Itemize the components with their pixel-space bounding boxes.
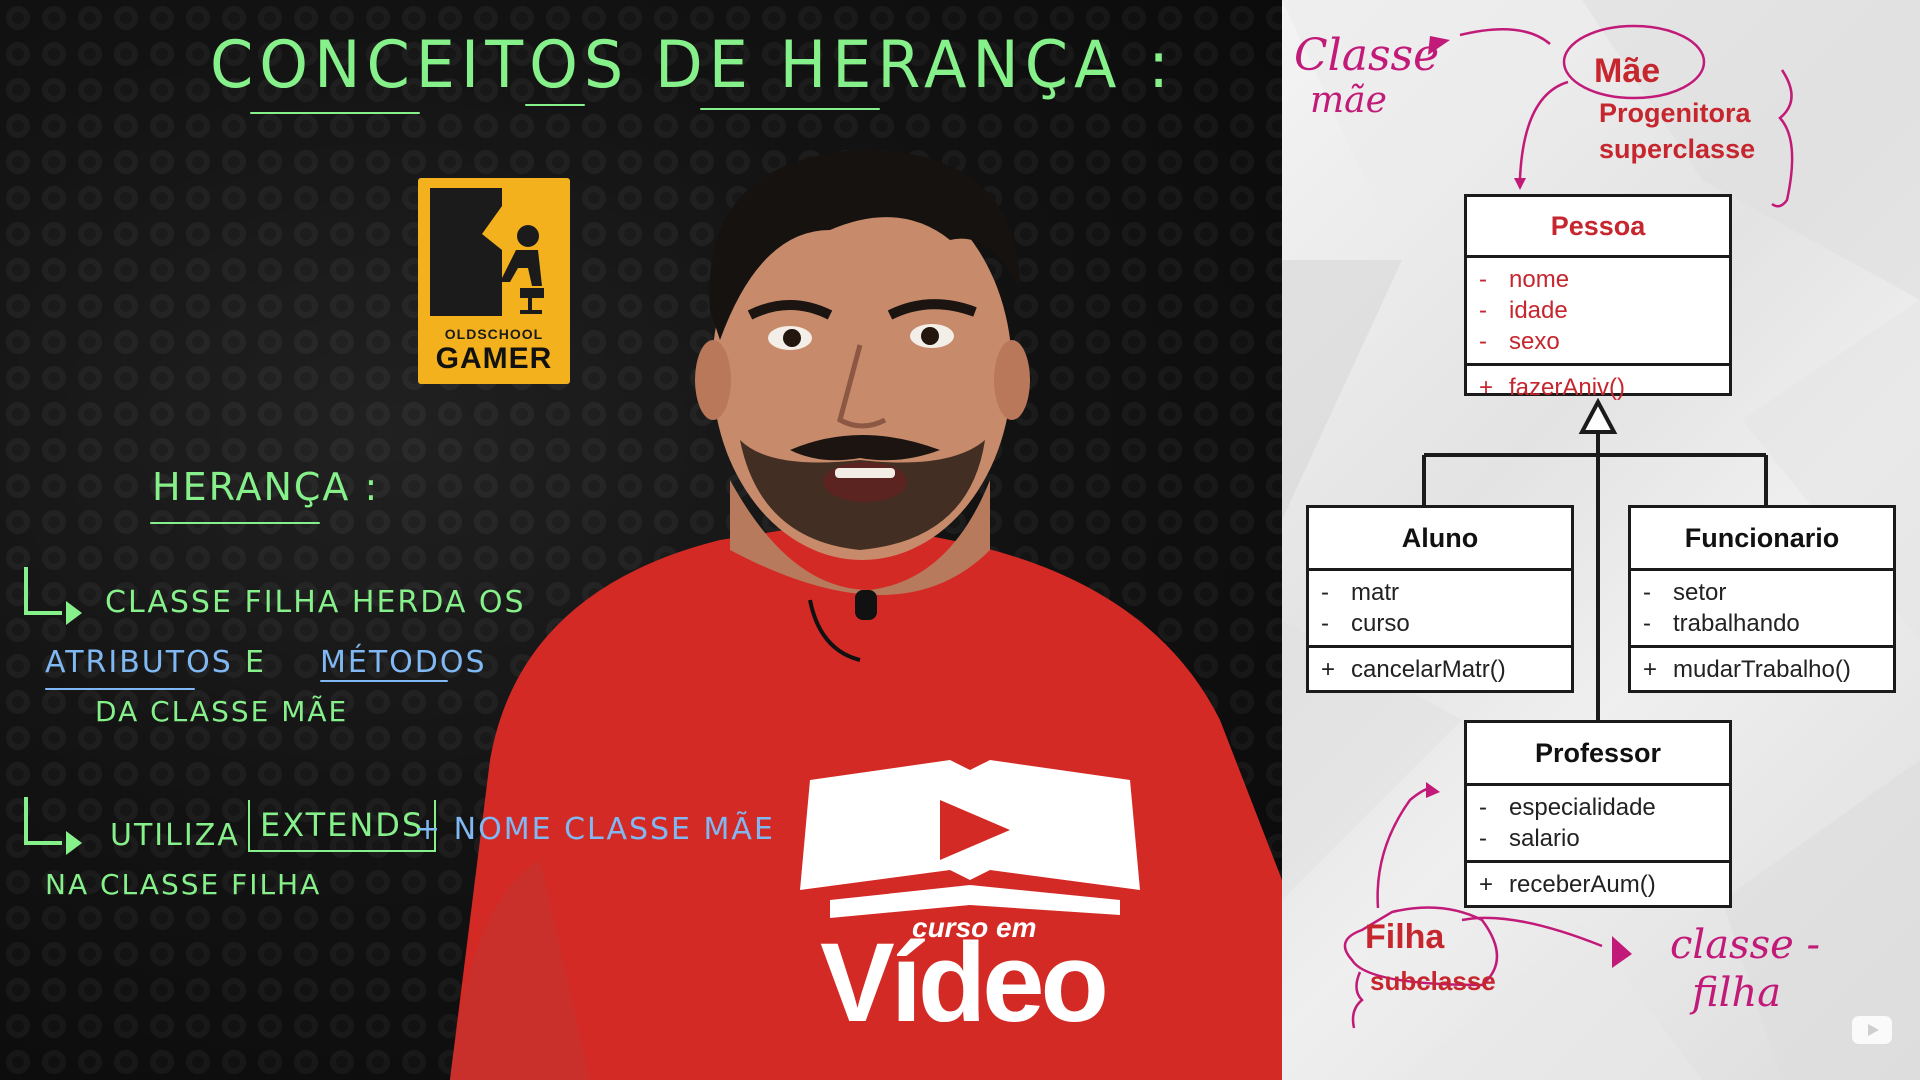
attribute-row: -matr <box>1321 577 1571 608</box>
curso-em-video-book-icon <box>800 760 1140 918</box>
attribute-row: -salario <box>1479 823 1729 854</box>
attribute-row: -trabalhando <box>1643 608 1893 639</box>
visibility: - <box>1479 794 1487 821</box>
slide-background-facets <box>1282 0 1920 1080</box>
visibility: - <box>1321 579 1329 606</box>
class-name: Aluno <box>1309 508 1571 571</box>
metodos-underline <box>320 680 448 682</box>
shirt-small-text: curso em <box>912 912 1037 943</box>
presenter <box>450 150 1282 1080</box>
title-underline <box>250 112 420 114</box>
attribute-name: sexo <box>1509 328 1560 355</box>
gamer-arcade-icon <box>430 188 544 316</box>
attribute-name: nome <box>1509 266 1570 293</box>
method-name: mudarTrabalho() <box>1673 656 1851 683</box>
title-underline <box>700 108 880 110</box>
bullet-arrow-icon <box>24 567 82 625</box>
bullet1-text: CLASSE FILHA HERDA OS <box>105 585 526 620</box>
attribute-name: idade <box>1509 297 1568 324</box>
shirt-big-text: Vídeo <box>820 920 1109 1045</box>
utiliza-text: UTILIZA <box>110 818 240 853</box>
attribute-row: -nome <box>1479 264 1729 295</box>
attributes-compartment: -nome -idade -sexo <box>1467 258 1729 366</box>
filha-label: Filha <box>1365 918 1445 956</box>
method-name: fazerAniv() <box>1509 374 1626 401</box>
metodos-text: MÉTODOS <box>320 645 487 680</box>
visibility: + <box>1643 656 1658 683</box>
e-text: E <box>245 645 266 680</box>
attribute-name: especialidade <box>1509 794 1656 821</box>
handwritten-classe: classe - <box>1670 922 1820 968</box>
attribute-row: -sexo <box>1479 326 1729 357</box>
attributes-compartment: -setor -trabalhando <box>1631 571 1893 648</box>
heranca-heading: HERANÇA : <box>152 465 380 509</box>
heading-underline <box>150 522 320 524</box>
superclasse-label: superclasse <box>1599 134 1756 164</box>
class-name: Funcionario <box>1631 508 1893 571</box>
board-title: CONCEITOS DE HERANÇA : <box>210 26 1176 103</box>
attribute-row: -especialidade <box>1479 792 1729 823</box>
uml-slide: Pessoa -nome -idade -sexo +fazerAniv() A… <box>1282 0 1920 1080</box>
uml-class-pessoa: Pessoa -nome -idade -sexo +fazerAniv() <box>1464 194 1732 401</box>
method-row: + fazerAniv() <box>1479 372 1729 403</box>
method-name: receberAum() <box>1509 871 1656 898</box>
attribute-row: -curso <box>1321 608 1571 639</box>
methods-compartment: + cancelarMatr() <box>1309 648 1571 691</box>
atributos-text: ATRIBUTOS <box>45 645 233 680</box>
visibility: + <box>1321 656 1336 683</box>
mae-label: Mãe <box>1594 52 1661 90</box>
nome-classe-mae-text: + NOME CLASSE MÃE <box>415 812 775 847</box>
bullet-arrow-icon <box>24 797 82 855</box>
visibility: + <box>1479 871 1494 898</box>
inheritance-connectors <box>1343 24 1794 1029</box>
visibility: + <box>1479 374 1494 401</box>
visibility: - <box>1479 825 1487 852</box>
method-row: + receberAum() <box>1479 869 1729 900</box>
method-row: + cancelarMatr() <box>1321 654 1571 685</box>
youtube-play-icon[interactable] <box>1852 1016 1892 1044</box>
method-row: + mudarTrabalho() <box>1643 654 1893 685</box>
class-name: Professor <box>1467 723 1729 786</box>
methods-compartment: + receberAum() <box>1467 863 1729 906</box>
handwritten-filha: filha <box>1692 970 1782 1016</box>
uml-class-professor: Professor -especialidade -salario + receb… <box>1464 720 1732 908</box>
method-name: cancelarMatr() <box>1351 656 1506 683</box>
uml-class-aluno: Aluno -matr -curso + cancelarMatr() <box>1306 505 1574 693</box>
visibility: - <box>1479 328 1487 355</box>
subclasse-label: subclasse <box>1370 966 1496 996</box>
progenitora-label: Progenitora <box>1599 98 1751 128</box>
oldschool-gamer-logo: OLDSCHOOL GAMER <box>418 178 570 384</box>
visibility: - <box>1479 297 1487 324</box>
attribute-name: salario <box>1509 825 1580 852</box>
methods-compartment: + fazerAniv() <box>1467 366 1729 409</box>
extends-keyword: EXTENDS <box>248 800 437 852</box>
attribute-name: curso <box>1351 610 1410 637</box>
atributos-underline <box>45 688 195 690</box>
attribute-name: trabalhando <box>1673 610 1800 637</box>
presenter-video: CONCEITOS DE HERANÇA : OLDSCHOOL GAMER <box>0 0 1282 1080</box>
uml-class-funcionario: Funcionario -setor -trabalhando + mudarTr… <box>1628 505 1896 693</box>
handwritten-classe-mae: Classe <box>1294 30 1440 81</box>
class-name: Pessoa <box>1467 197 1729 258</box>
attribute-row: -setor <box>1643 577 1893 608</box>
logo-small-text: OLDSCHOOL <box>444 326 544 342</box>
attributes-compartment: -matr -curso <box>1309 571 1571 648</box>
visibility: - <box>1643 610 1651 637</box>
attribute-name: setor <box>1673 579 1727 606</box>
visibility: - <box>1479 266 1487 293</box>
title-underline <box>525 104 585 106</box>
attribute-row: -idade <box>1479 295 1729 326</box>
bullet1-text-line3: DA CLASSE MÃE <box>95 695 349 728</box>
handwritten-mae: mãe <box>1310 80 1387 121</box>
logo-big-text: GAMER <box>435 342 553 375</box>
na-classe-filha-text: NA CLASSE FILHA <box>45 868 322 901</box>
attributes-compartment: -especialidade -salario <box>1467 786 1729 863</box>
attribute-name: matr <box>1351 579 1399 606</box>
visibility: - <box>1643 579 1651 606</box>
methods-compartment: + mudarTrabalho() <box>1631 648 1893 691</box>
visibility: - <box>1321 610 1329 637</box>
